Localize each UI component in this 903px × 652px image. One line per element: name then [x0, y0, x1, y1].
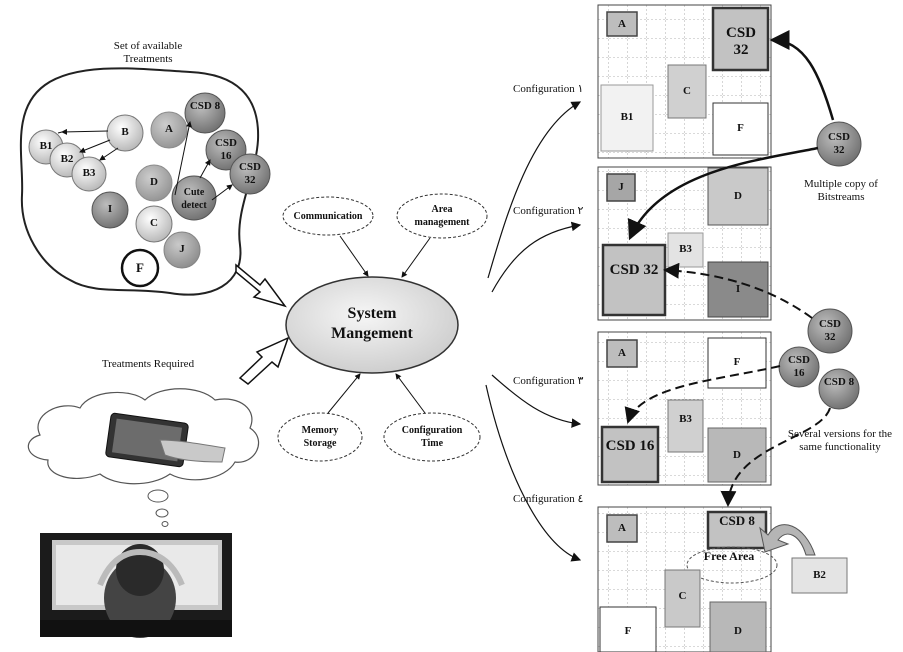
node-communication — [282, 196, 374, 236]
bitstream-arrows — [624, 30, 835, 507]
bubble-j — [163, 231, 201, 269]
bubble-csd8 — [184, 92, 226, 134]
bubble-csd16-label: CSD 16 — [214, 137, 237, 162]
center-arrows — [327, 235, 431, 414]
fpga-grid-1 — [597, 4, 772, 159]
several-versions-note: Several versions for the same functional… — [787, 428, 893, 453]
g1-block-c: C — [683, 85, 691, 97]
g3-block-d: D — [733, 449, 741, 461]
g4-free-area: Free Area — [703, 549, 755, 563]
g2-block-d: D — [734, 190, 742, 202]
g4-block-a: A — [618, 522, 626, 534]
treatments-set-outline — [19, 67, 260, 296]
g1-block-b1: B1 — [620, 111, 634, 123]
configuration-2-label: Configuration ٢ — [513, 205, 584, 217]
bubble-f-label: F — [136, 260, 144, 275]
b2-curved-arrow — [759, 524, 816, 556]
g1-block-f: F — [737, 122, 744, 134]
available-treatments-title: Set of available Treatments — [113, 40, 183, 65]
multiple-copy-note: Multiple copy of Bitstreams — [804, 178, 878, 203]
bubble-cute-label: Cute detect — [181, 187, 207, 211]
g3-block-b3: B3 — [679, 413, 692, 425]
bubble-csd32 — [229, 153, 271, 195]
g4-block-c: C — [678, 590, 687, 602]
g3-block-a: A — [618, 347, 626, 359]
g3-block-f: F — [733, 356, 741, 368]
area-management-label: Area management — [414, 204, 470, 228]
person-photo — [40, 533, 232, 638]
bubble-b2-label: B2 — [60, 153, 74, 165]
bubble-c — [135, 205, 173, 243]
memory-storage-label: Memory Storage — [301, 425, 339, 449]
csd32-bitstream-1 — [816, 121, 862, 167]
fpga-grid-2 — [597, 166, 772, 321]
bubble-csd32-label: CSD 32 — [238, 161, 261, 186]
configuration-time-label: Configuration Time — [401, 425, 463, 449]
bubble-i-label: I — [107, 203, 113, 215]
g2-block-j: J — [618, 181, 624, 193]
tablet-image — [105, 412, 226, 468]
csd32-bitstream-1-label: CSD 32 — [827, 131, 850, 156]
bubble-cute-detect — [171, 175, 217, 221]
bubble-b1-label: B1 — [39, 140, 53, 152]
bubble-j-label: J — [179, 243, 185, 255]
node-memory-storage — [277, 412, 363, 462]
configuration-4-label: Configuration ٤ — [513, 493, 584, 505]
csd8-version-label: CSD 8 — [823, 376, 855, 388]
bubble-b3 — [71, 156, 107, 192]
node-area-management — [396, 193, 488, 239]
bubble-b3-label: B3 — [82, 167, 96, 179]
g2-block-csd32: CSD 32 — [609, 262, 659, 278]
g2-block-b3: B3 — [679, 243, 692, 255]
input-arrow-top — [235, 263, 287, 308]
required-treatments-title: Treatments Required — [101, 358, 195, 370]
g1-block-a: A — [618, 18, 626, 30]
blob-arrows — [57, 121, 233, 201]
csd32-bitstream-2 — [807, 308, 853, 354]
bubble-i — [91, 191, 129, 229]
g4-block-csd8: CSD 8 — [719, 513, 755, 528]
node-configuration-time — [383, 412, 481, 462]
g2-block-i: I — [735, 283, 741, 295]
bubble-c-label: C — [150, 217, 158, 229]
config-arrows — [485, 101, 582, 562]
bubble-b — [106, 114, 144, 152]
csd16-version-label: CSD 16 — [787, 354, 810, 379]
bubble-b-label: B — [121, 126, 129, 138]
b2-box — [791, 557, 848, 594]
configuration-3-label: Configuration ٣ — [513, 375, 584, 387]
system-management-label: System Mangement — [331, 305, 413, 342]
csd8-version — [818, 368, 860, 410]
g4-block-f: F — [624, 625, 632, 637]
bubble-f — [120, 248, 160, 288]
fpga-grid-4 — [597, 506, 778, 652]
g1-block-csd32: CSD 32 — [725, 25, 756, 58]
input-arrow-bottom — [238, 336, 290, 385]
communication-label: Communication — [293, 211, 363, 222]
b2-box-label: B2 — [813, 569, 826, 581]
bubble-a-label: A — [165, 123, 173, 135]
system-management-ellipse — [285, 276, 459, 374]
bubble-d — [135, 164, 173, 202]
bubble-d-label: D — [150, 176, 158, 188]
g3-block-csd16: CSD 16 — [605, 438, 655, 454]
bubble-csd8-label: CSD 8 — [189, 100, 221, 112]
configuration-1-label: Configuration ١ — [513, 83, 584, 95]
g4-block-d: D — [734, 625, 742, 637]
csd32-bitstream-2-label: CSD 32 — [818, 318, 841, 343]
bubble-a — [150, 111, 188, 149]
